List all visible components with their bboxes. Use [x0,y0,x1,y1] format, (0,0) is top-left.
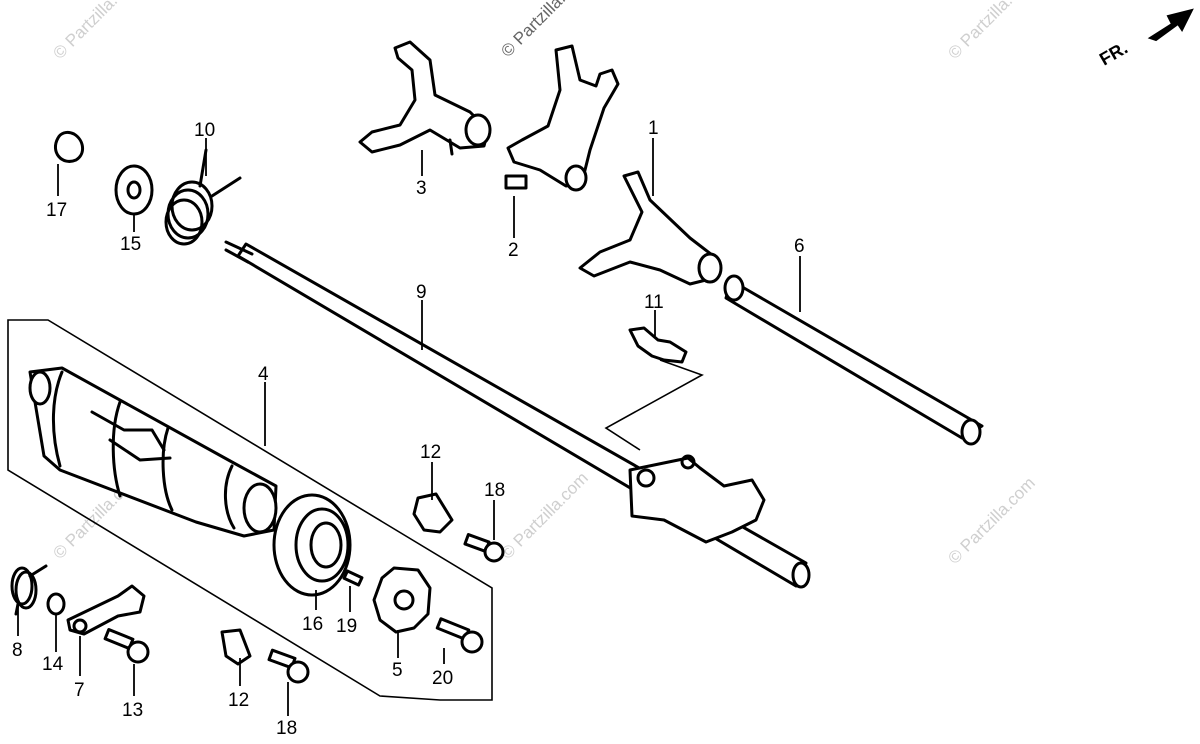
collar-washer [46,592,66,616]
callout-16: 16 [302,614,323,635]
dowel-pin [342,569,364,587]
shift-fork-1 [578,170,723,286]
stopper-plate-upper [412,492,454,534]
callout-18-lower: 18 [276,718,297,739]
short-fork-shaft [723,274,984,446]
watermark: © Partzilla.com [497,468,591,562]
callout-10: 10 [194,120,215,141]
watermark: © Partzilla.com [497,0,591,61]
washer [114,164,154,216]
bolt-18-lower [267,648,310,684]
callout-7: 7 [74,680,85,701]
guide-pin [628,326,688,364]
callout-12-upper: 12 [420,442,441,463]
callout-19: 19 [336,616,357,637]
callout-20: 20 [432,668,453,689]
drum-bearing [272,493,352,597]
shift-fork-2 [504,44,620,192]
front-direction-indicator: FR. [1096,8,1194,70]
callout-18-upper: 18 [484,480,505,501]
callout-2: 2 [508,240,519,261]
callout-15: 15 [120,234,141,255]
stopper-plate-lower [220,628,252,666]
bolt-13 [103,627,150,664]
watermark: © Partzilla.com [49,0,143,63]
stopper-arm [66,584,146,636]
watermark: © Partzilla.com [944,473,1038,567]
callout-6: 6 [794,236,805,257]
callout-4: 4 [258,364,269,385]
callout-17: 17 [46,200,67,221]
callout-11: 11 [644,292,664,313]
leader-lines [17,138,801,716]
callout-1: 1 [648,118,659,139]
callouts: 1 2 3 4 5 6 7 8 9 10 11 12 12 13 14 15 1… [12,118,805,739]
shift-fork-3 [358,40,492,156]
return-spring [164,148,242,246]
shaft-link-outline [604,359,704,451]
drum-center [372,566,432,634]
callout-12-lower: 12 [228,690,249,711]
circlip [53,130,84,163]
front-arrow-icon [1147,8,1194,42]
callout-8: 8 [12,640,23,661]
drum-assembly-outline [7,319,493,701]
callout-9: 9 [416,282,427,303]
callout-14: 14 [42,654,64,675]
front-label: FR. [1096,38,1131,70]
bolt-20 [435,617,484,654]
shift-arm-assembly [628,454,766,544]
bolt-18-upper [463,533,505,563]
watermark: © Partzilla.com [944,0,1038,63]
callout-3: 3 [416,178,427,199]
callout-13: 13 [122,700,143,721]
shift-drum [28,366,278,538]
callout-5: 5 [392,660,403,681]
